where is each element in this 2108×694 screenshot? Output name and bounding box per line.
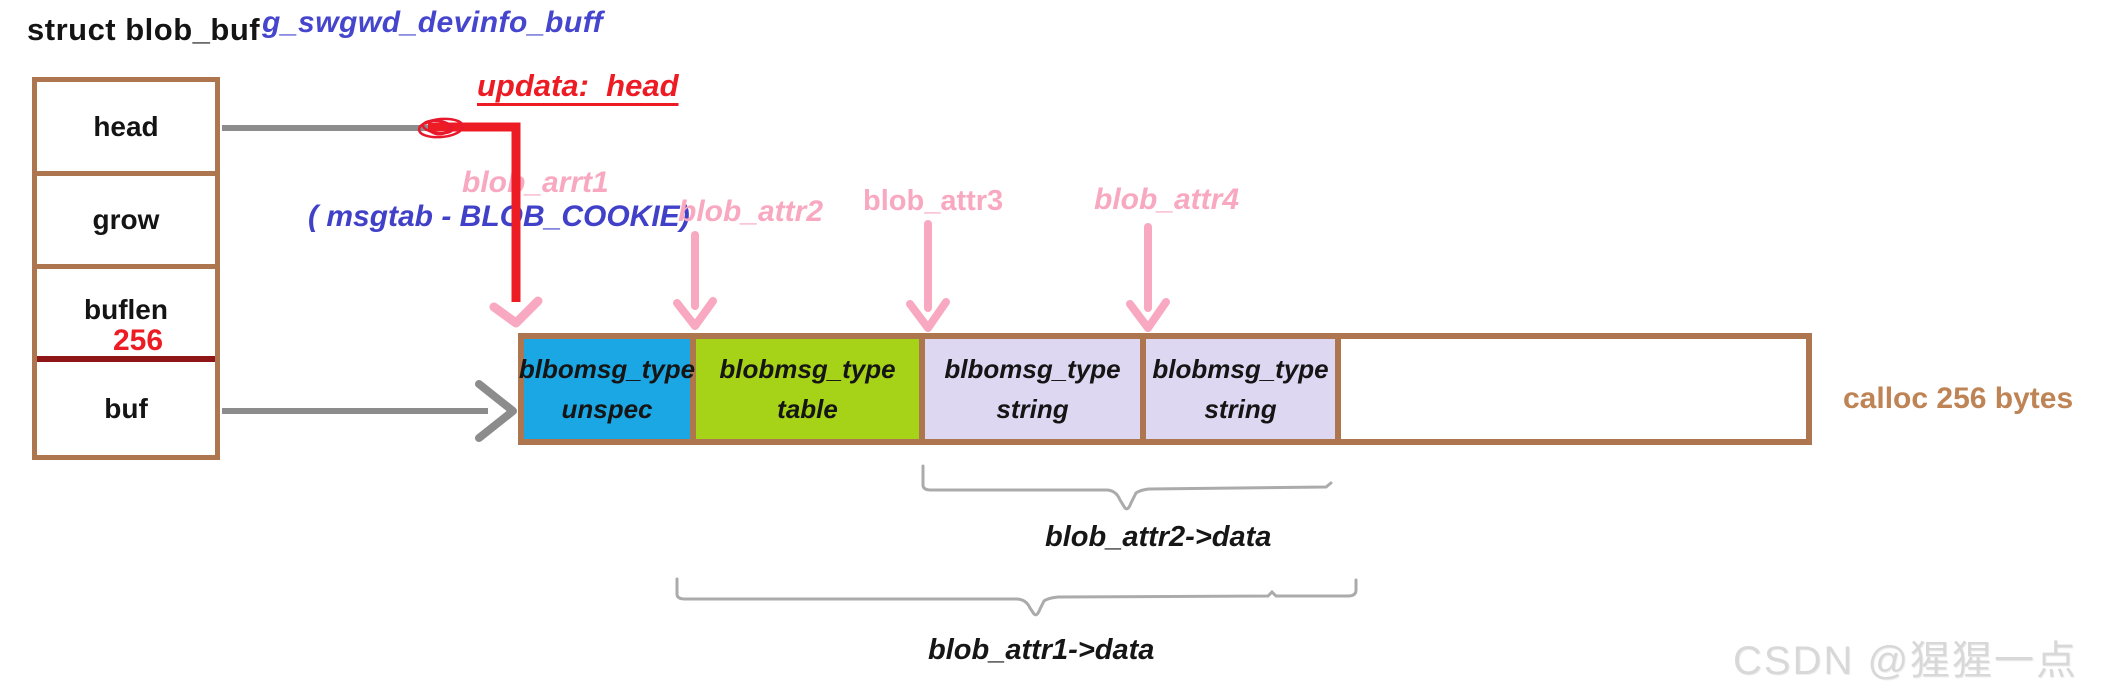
struct-field-buf: buf (37, 362, 215, 455)
blob-attr4-label: blob_attr4 (1094, 183, 1240, 216)
struct-title: struct blob_buf (27, 12, 261, 47)
struct-field-head: head (37, 82, 215, 176)
buffer-cell-unspec-line2: unspec (561, 394, 653, 424)
blob-attr3-label: blob_attr3 (863, 185, 1004, 217)
blob-attr1-data-label: blob_attr1->data (928, 634, 1155, 666)
blob-attr2-data-brace-icon (921, 464, 1333, 511)
msgtab-blob-cookie-label: ( msgtab - BLOB_COOKIE) (308, 200, 690, 233)
buffer-cell-table-line2: table (777, 394, 838, 424)
struct-field-buf-label: buf (104, 392, 148, 424)
buffer-cell-string2-line1: blobmsg_type (1152, 354, 1329, 384)
calloc-buffer-row: blbomsg_type unspec blobmsg_type table b… (518, 333, 1812, 445)
csdn-watermark: CSDN @猩猩一点灯 (1733, 639, 2079, 683)
buf-pointer-arrowhead-icon (475, 380, 517, 442)
buffer-cell-string1: blbomsg_type string (925, 339, 1146, 439)
buffer-cell-table-line1: blobmsg_type (719, 354, 896, 384)
buffer-cell-string1-line1: blbomsg_type (944, 354, 1121, 384)
struct-field-buflen: buflen 256 (37, 269, 215, 362)
blob-attr2-data-label: blob_attr2->data (1045, 521, 1272, 553)
blob-attr2-label: blob_attr2 (678, 195, 824, 228)
buffer-cell-string2-line2: string (1204, 394, 1277, 424)
buffer-cell-empty (1341, 339, 1806, 439)
blob-attr1-data-brace-icon (675, 577, 1358, 617)
buflen-value: 256 (112, 323, 164, 357)
buffer-cell-unspec-line1: blbomsg_type (518, 354, 696, 384)
struct-field-grow: grow (37, 176, 215, 269)
blob-attr2-arrowhead-icon (673, 297, 717, 330)
buffer-cell-unspec: blbomsg_type unspec (519, 339, 696, 439)
blob-arrt1-label: blob_arrt1 (462, 166, 609, 199)
pink-attr-arrows (673, 220, 1170, 332)
struct-field-buflen-label: buflen (84, 293, 168, 325)
struct-blob-buf-box: head grow buflen 256 buf (32, 77, 220, 460)
buffer-cell-string2: blobmsg_type string (1146, 339, 1341, 439)
calloc-256-bytes-label: calloc 256 bytes (1843, 382, 2074, 415)
buffer-cell-string1-line2: string (996, 394, 1069, 424)
blob-arrt1-arrowhead-icon (489, 296, 543, 328)
blob-attr4-arrowhead-icon (1126, 298, 1170, 332)
blob-attr3-arrowhead-icon (906, 298, 950, 332)
update-head-label: updata: head (477, 68, 679, 103)
struct-field-grow-label: grow (92, 204, 160, 235)
buffer-variable-name: g_swgwd_devinfo_buff (262, 6, 604, 39)
red-scribble-icon (417, 117, 465, 139)
buffer-cell-table: blobmsg_type table (696, 339, 925, 439)
struct-field-head-label: head (93, 110, 159, 142)
